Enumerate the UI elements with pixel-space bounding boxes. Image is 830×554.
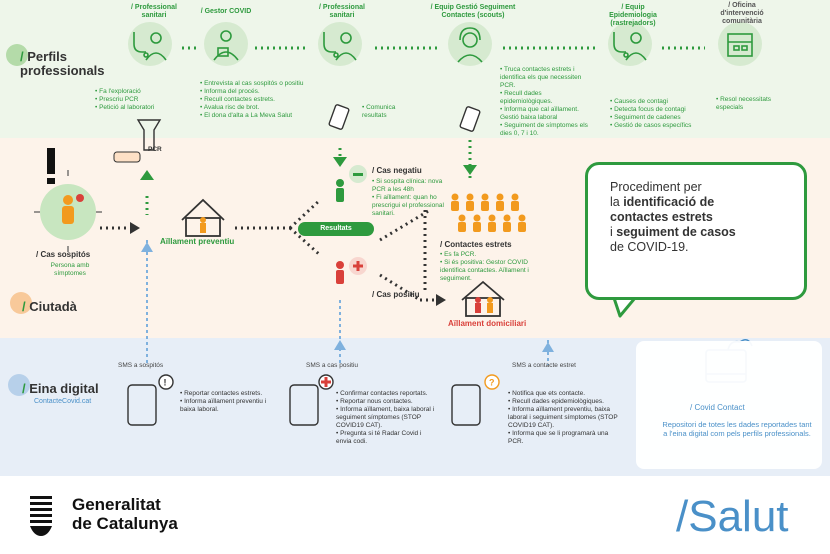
oficina-circle [718,22,762,66]
eina-phone-3 [451,374,500,426]
house-icon-domiciliari [461,280,505,317]
eina2-bullets: Confirmar contactes reportats.Reportar n… [336,390,436,446]
scouts-bullets: Truca contactes estrets i identifica els… [500,66,592,138]
scouts-circle [448,22,492,66]
salut-logotype: /Salut [676,492,789,541]
sospitos-person [62,195,74,224]
cas-sospitos-heading: / Cas sospitós [36,250,91,259]
contactes-bullets: Es fa PCR.Si és positiva: Gestor COVID i… [440,251,550,283]
role-prof1: / Professional sanitari [131,4,177,19]
svg-text:!: ! [164,378,167,388]
perfils-dot [6,44,28,66]
ciutada-dot [10,292,32,314]
positiu-person [336,261,344,284]
arrow-up-pcr [140,170,154,180]
prof1-bullets: Fa l'exploracióPrescriu PCRPetició al la… [95,88,175,112]
sms-connectors [146,240,549,365]
repo-box [636,341,822,469]
band-footer [0,476,830,554]
generalitat-logo-icon [30,496,52,536]
role-gestor: / Gestor COVID [200,8,252,15]
cas-sospitos-sub: Persona amb símptomes [50,262,90,277]
contactes-group [451,193,526,232]
aillament-domiciliari-label: Aïllament domiciliari [448,319,527,328]
eina1-bullets: Reportar contactes estrets.Informa aïlla… [180,390,280,414]
row-label-eina: / Eina digital [22,381,99,396]
role-epi: / Equip Epidemiologia (rastrejadors) [609,4,657,27]
aillament-preventiu-label: Aïllament preventiu [160,237,235,246]
sms-contacte: SMS a contacte estret [512,362,576,369]
svg-text:?: ? [489,378,495,388]
sms-positiu: SMS a cas positiu [306,362,359,369]
role-oficina: / Oficina d'intervenció comunitària [720,2,764,25]
phone-icon-results [328,104,350,130]
lab-tube-icon [136,119,162,151]
negatiu-bullets: Si sospita clínica: nova PCR a les 48hFi… [372,178,452,218]
prof2-note: Comunica resultats [362,104,412,120]
row-label-ciutada: / Ciutadà [22,299,77,314]
repo-text: Repositori de totes les dades reportades… [662,420,812,438]
arrow-right-domiciliari [436,294,446,306]
eina-dot [8,374,30,396]
vertical-connectors [145,140,472,215]
swab-icon [113,151,141,163]
eina-subtitle: ContacteCovid.cat [34,398,92,405]
sms-sospitos: SMS a sospitós [118,362,164,369]
cas-negatiu-heading: / Cas negatiu [372,166,422,175]
eina-phone-1 [127,374,174,426]
title-bubble [585,162,807,300]
row-label-perfils: / Perfils professionals [20,49,105,78]
alert-icon [47,148,55,174]
resultats-pill: Resultats [298,222,374,236]
title-bubble-text: Procediment per la identificació de cont… [610,180,736,254]
generalitat-logotype: Generalitat de Catalunya [72,495,178,533]
arrow-down-scouts [463,165,477,175]
gestor-bullets: Entrevista al cas sospitós o positiuInfo… [200,80,320,120]
repo-title: / Covid Contact [690,403,745,412]
oficina-bullets: Resol necessitats especials [716,96,796,112]
arrow-right-aillament [130,222,140,234]
pcr-label: PCR [148,146,162,153]
gestor-circle [204,22,248,66]
negatiu-person [336,179,344,202]
eina3-bullets: Notifica que ets contacte.Recull dades e… [508,390,618,446]
phone-icon-scouts [459,106,481,132]
contactes-heading: / Contactes estrets [440,240,512,249]
role-prof2: / Professional sanitari [319,4,365,19]
arrow-down-results [333,157,347,167]
role-scouts: / Equip Gestió Seguiment Contactes (scou… [430,4,516,19]
epi-bullets: Causes de contagiDetecta focus de contag… [610,98,710,130]
cas-positiu-heading: / Cas positiu [372,290,420,299]
